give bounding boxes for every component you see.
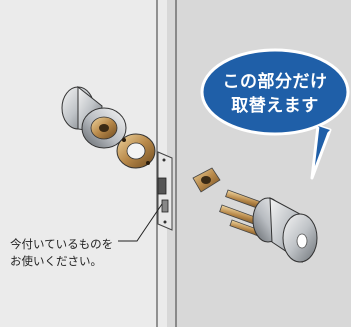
old-rose-ring-icon	[116, 133, 156, 169]
old-door-knob-icon	[61, 85, 127, 149]
note-pointer-line	[118, 203, 163, 242]
callout-line-1: この部分だけ	[222, 72, 328, 92]
door-face-right	[167, 0, 351, 327]
note-line-1: 今付いているものを	[10, 237, 114, 251]
new-door-knob-icon	[219, 189, 318, 263]
strike-plate-icon	[192, 167, 221, 193]
existing-parts-note: 今付いているものを お使いください。	[10, 236, 150, 270]
note-line-2: お使いください。	[10, 254, 102, 268]
latch-plate-icon	[157, 151, 173, 231]
callout-bubble	[200, 48, 350, 180]
callout-line-2: 取替えます	[231, 96, 319, 116]
callout-text: この部分だけ 取替えます	[205, 70, 345, 118]
